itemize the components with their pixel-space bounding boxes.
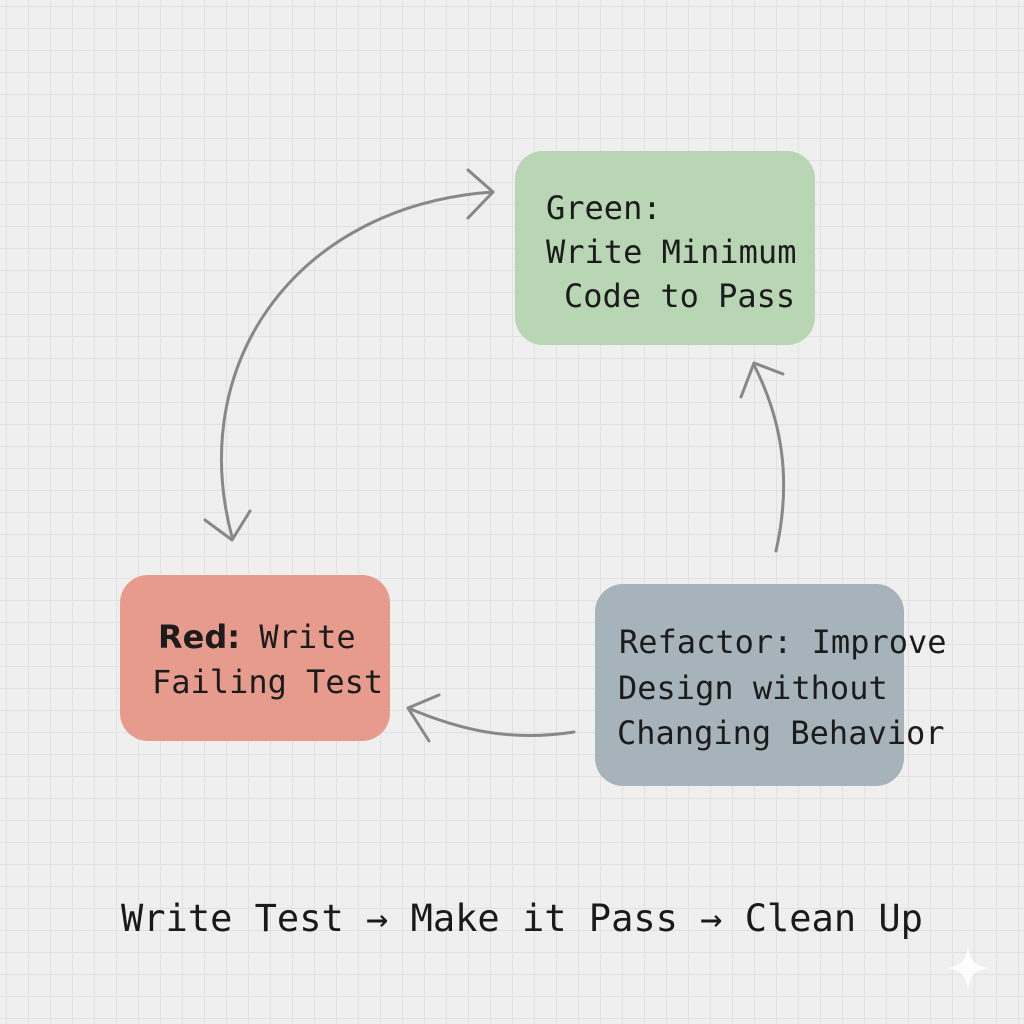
- red-step-title: Red:: [158, 618, 241, 656]
- refactor-step-line-2: Design without: [618, 669, 888, 707]
- red-step-line-2: Failing Test: [152, 663, 384, 701]
- refactor-step-line-3: Changing Behavior: [617, 714, 945, 752]
- green-step-line-2: Write Minimum: [546, 233, 797, 271]
- red-step-title-rest: Write: [240, 618, 356, 656]
- sparkle-icon: [946, 946, 990, 990]
- refactor-step-box: Refactor: Improve Design without Changin…: [595, 584, 947, 786]
- refactor-step-title: Refactor:: [619, 623, 793, 661]
- refactor-step-title-rest: Improve: [792, 623, 947, 661]
- refactor-red-arrow: [406, 706, 576, 738]
- green-step-box: Green: Write Minimum Code to Pass: [515, 151, 815, 345]
- red-step-box: Red: Write Failing Test: [120, 575, 390, 741]
- arrowhead-to-red-from-refactor: [406, 693, 441, 743]
- arrowhead-to-red: [203, 509, 252, 542]
- refactor-green-arrow: [752, 363, 786, 553]
- red-green-arc: [220, 190, 495, 539]
- refactor-step-line-1: Refactor: Improve: [619, 620, 947, 664]
- red-step-line-1: Red: Write: [158, 615, 356, 659]
- green-step-line-3: Code to Pass: [564, 277, 796, 315]
- cycle-caption: Write Test → Make it Pass → Clean Up: [121, 897, 923, 940]
- arrowhead-to-green: [466, 168, 495, 220]
- arrowhead-to-green-from-refactor: [739, 361, 785, 399]
- green-step-title: Green:: [546, 189, 662, 227]
